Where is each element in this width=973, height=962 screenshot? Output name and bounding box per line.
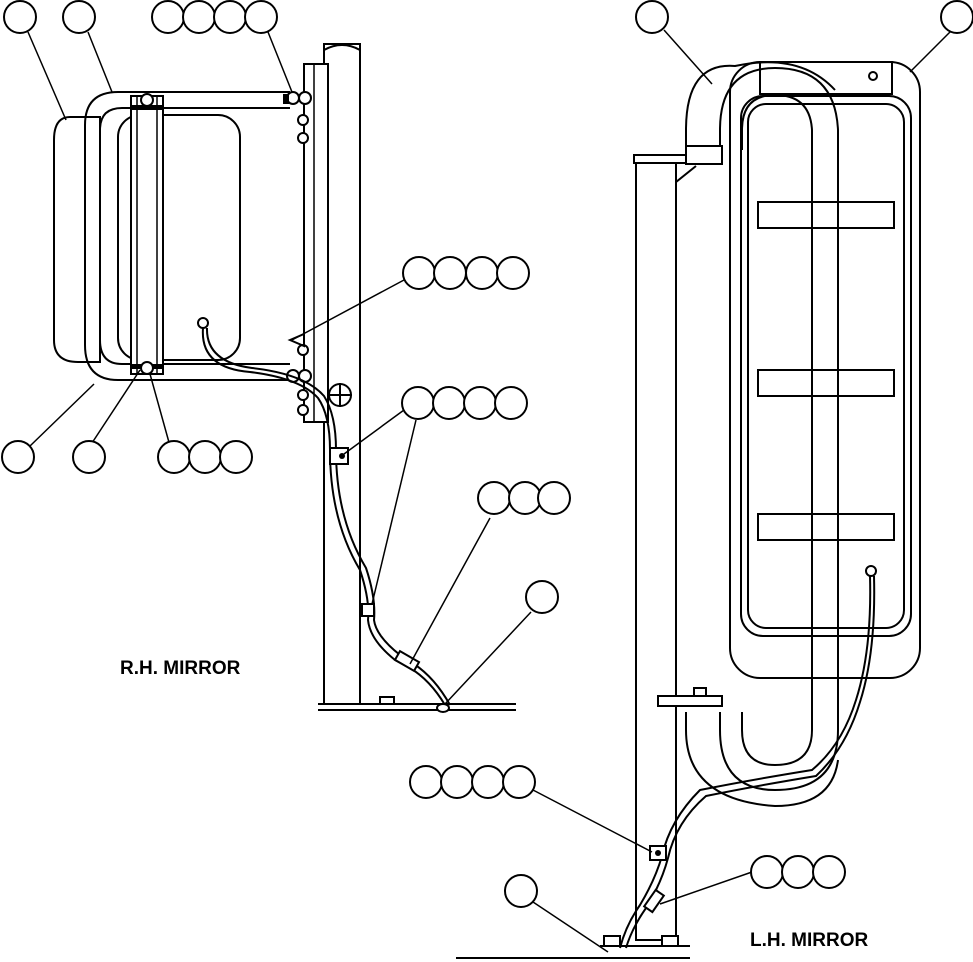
callout-bubble bbox=[151, 0, 185, 34]
callout-bubble bbox=[494, 386, 528, 420]
lh-mirror-ribs bbox=[757, 201, 895, 541]
callout-bubble bbox=[812, 855, 846, 889]
rh-heater-wire bbox=[201, 327, 446, 706]
lh-mount-pole bbox=[635, 159, 677, 941]
callout-bubble bbox=[504, 874, 538, 908]
callout-bubble bbox=[1, 440, 35, 474]
rh-mirror-assembly: R.H. MIRROR bbox=[1, 0, 571, 713]
callout-bubble bbox=[471, 765, 505, 799]
callout-bubble bbox=[401, 386, 435, 420]
callout-bubble bbox=[433, 256, 467, 290]
rh-callout-leaders bbox=[27, 31, 532, 705]
lh-wire-connector bbox=[642, 888, 666, 914]
lh-mirror-glass bbox=[747, 103, 905, 629]
rh-adjust-knob bbox=[328, 383, 352, 407]
callout-bubble bbox=[244, 0, 278, 34]
callout-bubble bbox=[219, 440, 253, 474]
callout-bubble bbox=[72, 440, 106, 474]
callout-bubble bbox=[750, 855, 784, 889]
lh-mirror-frame bbox=[719, 66, 839, 792]
rh-heater-terminal bbox=[197, 317, 209, 329]
lh-callout-leaders bbox=[532, 29, 953, 953]
callout-bubble bbox=[402, 256, 436, 290]
callout-bubble bbox=[537, 481, 571, 515]
rh-wire-connector bbox=[393, 649, 421, 673]
rh-mirror-frame-inner bbox=[99, 107, 290, 365]
callout-bubble bbox=[465, 256, 499, 290]
callout-bubble bbox=[508, 481, 542, 515]
lh-mirror-assembly: L.H. MIRROR bbox=[409, 0, 973, 959]
lh-mirror-label: L.H. MIRROR bbox=[750, 930, 868, 951]
callout-bubble bbox=[477, 481, 511, 515]
rh-mirror-housing bbox=[53, 116, 101, 363]
lh-heater-wire bbox=[619, 575, 872, 949]
rh-callout-bubbles bbox=[1, 0, 571, 614]
callout-bubble bbox=[213, 0, 247, 34]
callout-bubble bbox=[182, 0, 216, 34]
callout-bubble bbox=[635, 0, 669, 34]
rh-upper-bolts bbox=[283, 91, 312, 144]
callout-bubble bbox=[940, 0, 973, 34]
rh-mirror-glass bbox=[117, 114, 241, 361]
rh-mount-plate bbox=[303, 63, 329, 423]
callout-bubble bbox=[525, 580, 559, 614]
callout-bubble bbox=[432, 386, 466, 420]
rh-mirror-frame-outer bbox=[84, 91, 290, 381]
rh-mirror-strap bbox=[130, 95, 164, 375]
callout-bubble bbox=[409, 765, 443, 799]
callout-bubble bbox=[188, 440, 222, 474]
rh-mirror-label: R.H. MIRROR bbox=[120, 658, 241, 679]
rh-mount-pole bbox=[323, 43, 361, 705]
callout-bubble bbox=[3, 0, 37, 34]
callout-bubble bbox=[781, 855, 815, 889]
lh-callout-bubbles bbox=[409, 0, 973, 908]
callout-bubble bbox=[502, 765, 536, 799]
callout-bubble bbox=[463, 386, 497, 420]
callout-bubble bbox=[62, 0, 96, 34]
callout-bubble bbox=[157, 440, 191, 474]
lh-heater-terminal bbox=[865, 565, 877, 577]
callout-bubble bbox=[440, 765, 474, 799]
callout-bubble bbox=[496, 256, 530, 290]
